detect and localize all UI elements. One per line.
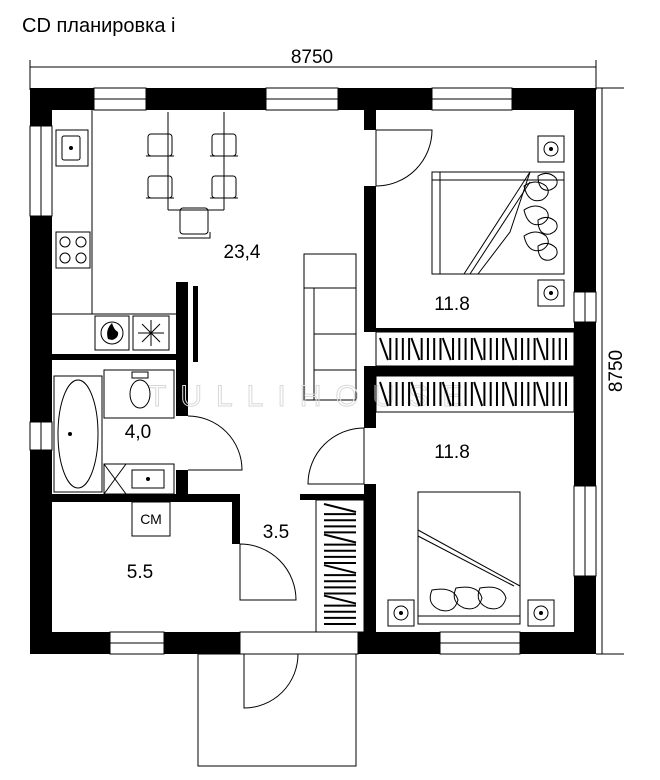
nightstand-icon: [387, 135, 565, 627]
hanger-mark: [379, 337, 389, 361]
bathtub-icon: [53, 375, 103, 493]
hanger-mark: [323, 564, 357, 575]
washer-label: СМ: [140, 511, 162, 527]
hanger-mark: [323, 594, 357, 605]
dimension-height: 8750: [606, 350, 627, 392]
boiler-icon: [94, 315, 130, 351]
table-icon: [167, 112, 225, 211]
hanger-mark: [379, 381, 389, 407]
kitchen-counter: [52, 110, 176, 315]
fridge-icon: [132, 315, 170, 351]
dimension-width: 8750: [291, 47, 333, 68]
chair-icon: [146, 133, 238, 239]
washer-icon: СМ: [131, 501, 171, 537]
sofa-icon: [303, 253, 357, 401]
hanger-mark: [410, 337, 421, 361]
toilet-icon: [103, 369, 175, 419]
entrance-porch: [197, 653, 357, 767]
room-area-utility: 5.5: [127, 562, 153, 583]
interior-walls: [52, 110, 574, 632]
bed-icon: [417, 491, 521, 625]
room-area-bedroom-top: 11.8: [434, 294, 470, 315]
hanger-mark: [504, 381, 515, 407]
hanger-mark: [410, 381, 421, 407]
room-area-hall: 3.5: [263, 522, 289, 543]
hanger-mark: [535, 381, 546, 407]
watermark: TULLIHOUSE: [148, 380, 476, 413]
hanger-mark: [441, 337, 452, 361]
hanger-mark: [323, 533, 357, 544]
stove-icon: [55, 231, 91, 269]
wardrobe-icon: [375, 331, 575, 413]
windows: [29, 87, 597, 655]
sink-icon: [55, 129, 89, 167]
washbasin-icon: [103, 463, 175, 495]
hanger-mark: [473, 381, 484, 407]
doors: [187, 129, 433, 709]
hanger-mark: [473, 337, 484, 361]
plan-title: CD планировка і: [22, 15, 175, 37]
hanger-mark: [504, 337, 515, 361]
hall-wardrobe: [315, 499, 365, 633]
room-area-kitchen-living: 23,4: [224, 242, 261, 263]
room-area-bedroom-bottom: 11.8: [434, 442, 470, 463]
hanger-mark: [535, 337, 546, 361]
dimension-top: 8750: [29, 47, 597, 90]
room-area-bathroom: 4,0: [125, 422, 151, 443]
hanger-mark: [323, 503, 357, 513]
dimension-right: 8750: [596, 87, 627, 655]
hanger-mark: [441, 381, 452, 407]
bed-icon: [431, 171, 565, 275]
